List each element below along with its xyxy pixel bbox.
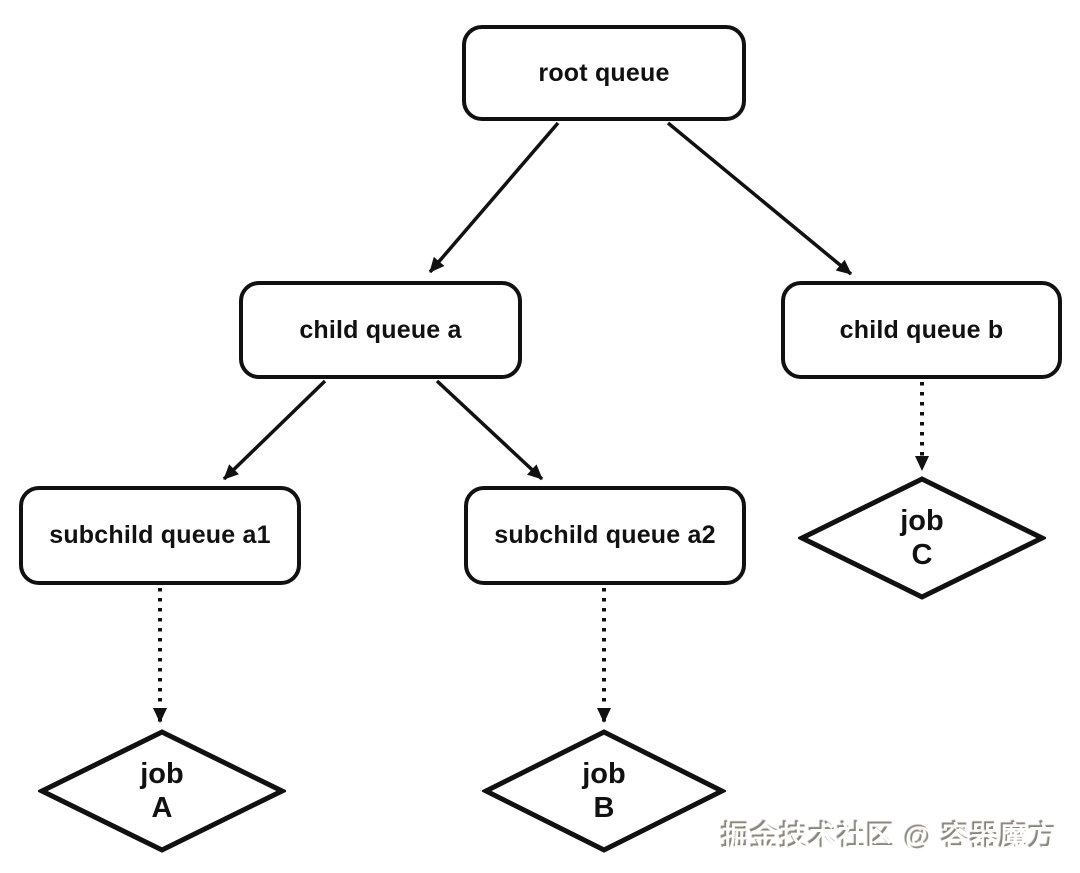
node-job-b: job B	[482, 729, 726, 853]
node-job-a-label: job A	[140, 757, 184, 824]
node-child-queue-a: child queue a	[239, 281, 522, 379]
node-job-c: job C	[798, 476, 1046, 600]
node-subchild-queue-a2-label: subchild queue a2	[494, 521, 716, 549]
node-subchild-queue-a2: subchild queue a2	[464, 486, 746, 585]
edge-child-a-to-subchild-a1	[222, 379, 327, 481]
node-subchild-queue-a1: subchild queue a1	[19, 486, 301, 585]
diamond-shape	[798, 476, 1046, 600]
diamond-shape	[482, 729, 726, 853]
node-child-queue-b-label: child queue b	[839, 315, 1004, 344]
node-child-queue-b: child queue b	[781, 281, 1062, 379]
edge-root-to-child-a	[428, 121, 560, 274]
edge-child-a-to-subchild-a2	[435, 379, 544, 481]
node-job-a: job A	[38, 729, 286, 853]
edge-root-to-child-b	[666, 121, 853, 276]
node-child-queue-a-label: child queue a	[299, 315, 462, 344]
node-subchild-queue-a1-label: subchild queue a1	[49, 521, 271, 549]
diamond-shape	[38, 729, 286, 853]
node-job-c-label: job C	[900, 504, 944, 571]
node-root-queue-label: root queue	[538, 58, 670, 87]
node-job-b-label: job B	[582, 757, 626, 824]
node-root-queue: root queue	[462, 25, 746, 121]
watermark: 掘金技术社区 @ 容器魔方	[722, 821, 1058, 852]
